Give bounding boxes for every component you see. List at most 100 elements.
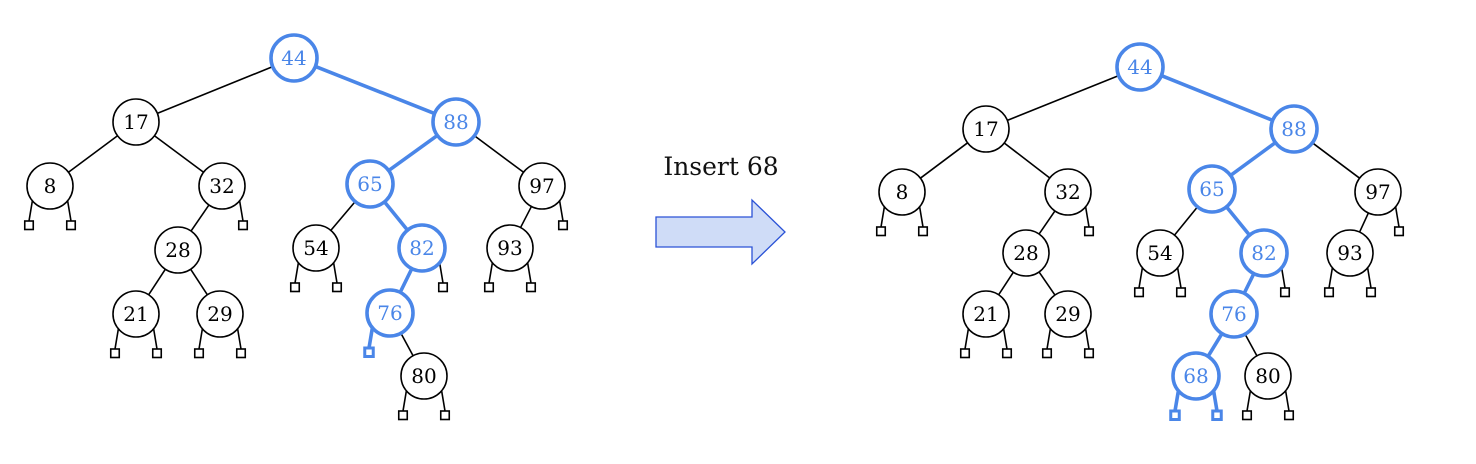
node-circle <box>26 162 74 210</box>
node-circle <box>1136 229 1184 277</box>
tree-edge-88-97 <box>473 135 525 173</box>
tree-edge-76-80 <box>1244 333 1258 357</box>
tree-edge-76-80 <box>400 332 414 357</box>
null-leaf-square <box>289 282 301 293</box>
null-leaf-square <box>1279 287 1291 298</box>
node-circle <box>1239 228 1289 278</box>
node-key: 65 <box>1199 177 1224 201</box>
tree-edge-17-8 <box>919 142 969 179</box>
tree-node-54: 54 <box>1136 229 1184 277</box>
null-leaf-80-left <box>397 390 409 421</box>
leaf-edge <box>1394 206 1400 228</box>
null-leaf-54-right <box>1175 267 1187 298</box>
node-circle <box>196 290 244 338</box>
node-circle <box>292 224 340 272</box>
tree-edge-32-28 <box>1038 210 1056 235</box>
node-circle <box>198 162 246 210</box>
node-key: 80 <box>411 364 436 388</box>
null-leaf-8-left <box>23 200 35 231</box>
right-arrow-icon <box>655 198 786 266</box>
null-leaf-square <box>483 282 495 293</box>
tree-edge-17-32 <box>1003 142 1051 179</box>
null-leaf-square <box>65 220 77 231</box>
tree-node-21: 21 <box>112 290 160 338</box>
tree-edge-44-17 <box>1007 74 1119 122</box>
leaf-edge <box>918 206 924 228</box>
leaf-edge <box>1138 267 1144 289</box>
node-key: 28 <box>165 238 190 262</box>
node-circle <box>345 159 395 209</box>
tree-edge-28-29 <box>1038 271 1056 296</box>
tree-edge-88-97 <box>1311 142 1361 179</box>
node-circle <box>400 352 448 400</box>
node-key: 29 <box>1055 302 1080 326</box>
tree-edge-97-93 <box>519 206 533 228</box>
null-leaf-square <box>1283 410 1295 421</box>
null-leaf-square <box>1365 287 1377 298</box>
node-key: 80 <box>1255 364 1280 388</box>
node-key: 76 <box>1221 302 1246 326</box>
node-circle <box>1354 168 1402 216</box>
tree-edge-65-54 <box>330 201 356 231</box>
tree-edge-17-8 <box>67 135 119 173</box>
tree-edge-88-65 <box>1229 141 1277 177</box>
leaf-edge <box>332 262 338 284</box>
tree-node-29: 29 <box>196 290 244 338</box>
null-leaf-square <box>917 226 929 237</box>
node-key: 21 <box>123 302 148 326</box>
tree-node-80: 80 <box>400 352 448 400</box>
node-circle <box>962 290 1010 338</box>
null-leaf-93-left <box>483 262 495 293</box>
leaf-edge <box>294 262 300 284</box>
node-key: 88 <box>1281 117 1306 141</box>
node-circle <box>1269 104 1319 154</box>
null-leaf-54-left <box>1133 267 1145 298</box>
tree-node-97: 97 <box>518 162 566 210</box>
tree-node-8: 8 <box>878 168 926 216</box>
tree-edge-28-21 <box>147 268 167 296</box>
tree-edge-17-32 <box>153 135 205 173</box>
node-key: 44 <box>281 46 306 70</box>
leaf-edge <box>526 262 532 284</box>
leaf-edge <box>1280 267 1286 289</box>
null-leaf-square <box>1041 348 1053 359</box>
leaf-edge <box>488 262 494 284</box>
leaf-edge <box>1211 390 1219 412</box>
tree-edge-82-76 <box>1242 272 1256 295</box>
node-key: 54 <box>303 236 328 260</box>
null-leaf-32-right <box>237 200 249 231</box>
leaf-edge <box>1046 328 1052 350</box>
tree-node-65: 65 <box>1187 164 1237 214</box>
tree-node-97: 97 <box>1354 168 1402 216</box>
null-leaf-80-right <box>439 390 451 421</box>
tree-node-17: 17 <box>112 98 160 146</box>
tree-node-32: 32 <box>198 162 246 210</box>
leaf-edge <box>238 200 244 222</box>
tree-node-76: 76 <box>1209 289 1259 339</box>
null-leaf-square <box>557 220 569 231</box>
null-leaf-square <box>1083 348 1095 359</box>
node-key: 97 <box>1365 180 1390 204</box>
leaf-edge <box>66 200 72 222</box>
tree-node-88: 88 <box>431 97 481 147</box>
node-key: 54 <box>1147 241 1172 265</box>
null-leaf-21-left <box>959 328 971 359</box>
tree-node-54: 54 <box>292 224 340 272</box>
tree-node-44: 44 <box>269 33 319 83</box>
null-leaf-square <box>363 346 375 358</box>
node-circle <box>1044 168 1092 216</box>
node-circle <box>112 98 160 146</box>
node-key: 8 <box>896 180 909 204</box>
null-leaf-21-right <box>1001 328 1013 359</box>
tree-edge-82-76 <box>398 267 414 294</box>
leaf-edge <box>1366 267 1372 289</box>
node-circle <box>365 288 415 338</box>
tree-node-28: 28 <box>154 226 202 274</box>
null-leaf-square <box>23 220 35 231</box>
null-leaf-square <box>1133 287 1145 298</box>
tree-node-8: 8 <box>26 162 74 210</box>
tree-node-29: 29 <box>1044 290 1092 338</box>
tree-edge-28-21 <box>997 271 1015 296</box>
